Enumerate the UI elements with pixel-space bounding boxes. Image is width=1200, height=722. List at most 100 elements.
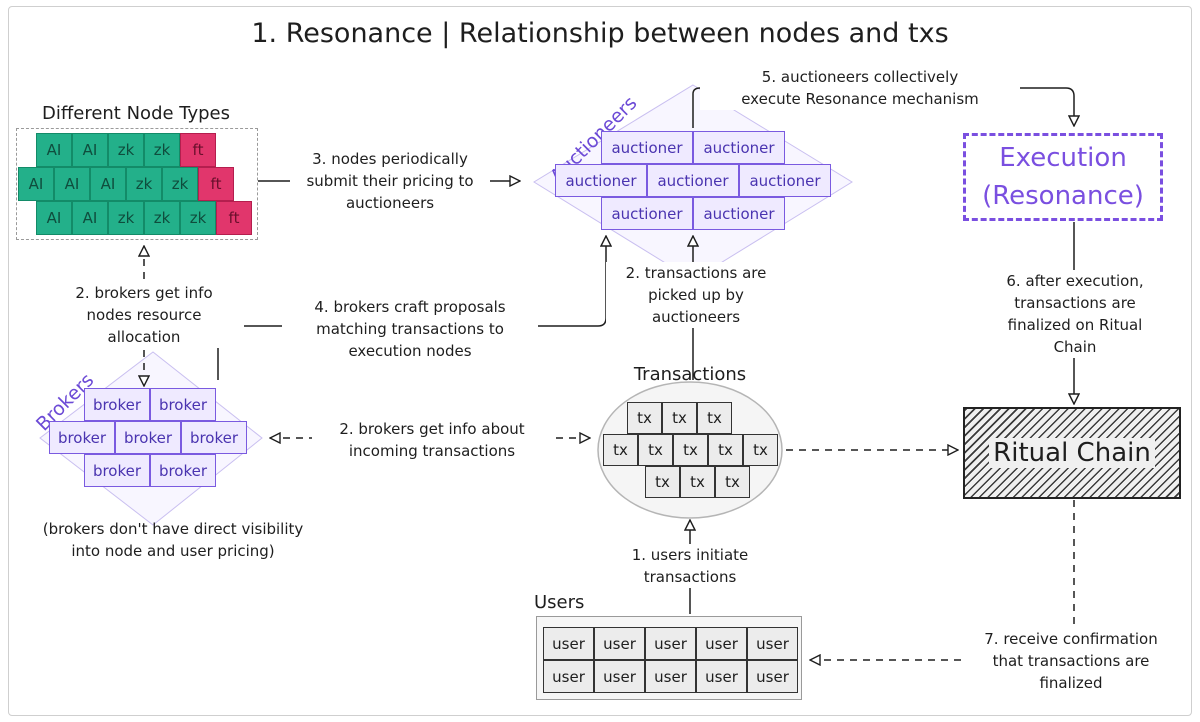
label-step7: 7. receive confirmation that transaction… [966, 628, 1176, 694]
transactions-heading: Transactions [633, 364, 747, 385]
user-cell: user [594, 627, 645, 660]
label-line: picked up by [648, 286, 744, 304]
label-line: execute Resonance mechanism [741, 90, 979, 108]
auctioneer-cell: auctioner [739, 164, 831, 197]
label-line: matching transactions to [316, 320, 504, 338]
brokers-note-line: into node and user pricing) [71, 542, 275, 560]
label-step1: 1. users initiate transactions [600, 544, 780, 588]
execution-box: Execution (Resonance) [963, 133, 1163, 221]
user-cell: user [543, 627, 594, 660]
node-type-cell: AI [36, 201, 72, 235]
label-step3: 3. nodes periodically submit their prici… [290, 148, 490, 214]
label-line: 2. brokers get info about [339, 420, 525, 438]
tx-cell: tx [743, 434, 778, 466]
node-type-cell: ft [216, 201, 252, 235]
tx-cell: tx [627, 402, 662, 434]
label-line: 6. after execution, [1006, 272, 1144, 290]
label-step5: 5. auctioneers collectively execute Reso… [700, 66, 1020, 110]
label-step2-nodes: 2. brokers get info nodes resource alloc… [44, 282, 244, 348]
broker-cell: broker [84, 388, 150, 421]
tx-cell: tx [662, 402, 697, 434]
tx-cell: tx [708, 434, 743, 466]
label-line: 4. brokers craft proposals [314, 298, 506, 316]
auctioneer-cell: auctioner [555, 164, 647, 197]
auctioneer-cell: auctioner [601, 131, 693, 164]
user-cell: user [696, 660, 747, 693]
node-type-cell: zk [144, 133, 180, 167]
label-line: nodes resource [86, 306, 202, 324]
label-line: Chain [1053, 338, 1097, 356]
tx-cell: tx [673, 434, 708, 466]
node-type-cell: ft [180, 133, 216, 167]
node-type-cell: ft [198, 167, 234, 201]
label-step2-brokers: 2. brokers get info about incoming trans… [312, 418, 552, 462]
user-cell: user [696, 627, 747, 660]
node-type-cell: AI [90, 167, 126, 201]
auctioneer-cell: auctioner [693, 197, 785, 230]
tx-cell: tx [715, 466, 750, 498]
auctioneer-cell: auctioner [647, 164, 739, 197]
broker-cell: broker [84, 454, 150, 487]
users-heading: Users [534, 592, 585, 613]
label-line: transactions are [1014, 294, 1136, 312]
label-step2-tx: 2. transactions are picked up by auction… [606, 262, 786, 328]
node-types-heading: Different Node Types [41, 103, 231, 124]
node-type-cell: zk [180, 201, 216, 235]
execution-subtitle: (Resonance) [982, 181, 1144, 211]
label-line: 5. auctioneers collectively [761, 68, 959, 86]
user-cell: user [543, 660, 594, 693]
tx-cell: tx [697, 402, 732, 434]
user-cell: user [594, 660, 645, 693]
label-line: 2. transactions are [625, 264, 767, 282]
node-type-cell: zk [108, 201, 144, 235]
broker-cell: broker [150, 388, 216, 421]
node-type-cell: zk [108, 133, 144, 167]
execution-title: Execution [999, 143, 1127, 173]
label-step6: 6. after execution, transactions are fin… [980, 270, 1170, 358]
node-type-cell: AI [36, 133, 72, 167]
user-cell: user [747, 627, 798, 660]
node-type-cell: zk [144, 201, 180, 235]
tx-cell: tx [645, 466, 680, 498]
label-line: 1. users initiate [631, 546, 749, 564]
user-cell: user [645, 660, 696, 693]
label-line: finalized on Ritual [1007, 316, 1143, 334]
broker-cell: broker [150, 454, 216, 487]
label-step4: 4. brokers craft proposals matching tran… [282, 296, 538, 362]
tx-cell: tx [603, 434, 638, 466]
label-line: allocation [107, 328, 181, 346]
node-type-cell: AI [54, 167, 90, 201]
label-line: auctioneers [345, 194, 435, 212]
node-type-cell: zk [162, 167, 198, 201]
auctioneer-cell: auctioner [601, 197, 693, 230]
tx-cell: tx [638, 434, 673, 466]
label-line: finalized [1039, 674, 1103, 692]
label-line: 3. nodes periodically [312, 150, 468, 168]
broker-cell: broker [49, 421, 115, 454]
user-cell: user [645, 627, 696, 660]
ritual-chain-box: Ritual Chain [963, 407, 1181, 499]
brokers-note-line: (brokers don't have direct visibility [42, 520, 304, 538]
label-line: submit their pricing to [306, 172, 474, 190]
label-line: auctioneers [651, 308, 741, 326]
diagram-title: 1. Resonance | Relationship between node… [251, 18, 949, 49]
node-type-cell: AI [72, 133, 108, 167]
auctioneer-cell: auctioner [693, 131, 785, 164]
label-line: 7. receive confirmation [984, 630, 1158, 648]
broker-cell: broker [115, 421, 181, 454]
node-type-cell: AI [72, 201, 108, 235]
broker-cell: broker [181, 421, 247, 454]
label-line: transactions [643, 568, 737, 586]
ritual-chain-label: Ritual Chain [989, 438, 1155, 468]
node-type-cell: AI [18, 167, 54, 201]
tx-cell: tx [680, 466, 715, 498]
label-line: execution nodes [348, 342, 472, 360]
label-line: incoming transactions [348, 442, 516, 460]
node-types-box [16, 128, 258, 240]
node-type-cell: zk [126, 167, 162, 201]
diagram-frame [8, 6, 1192, 716]
label-line: 2. brokers get info [75, 284, 213, 302]
user-cell: user [747, 660, 798, 693]
brokers-note: (brokers don't have direct visibility in… [10, 518, 336, 562]
